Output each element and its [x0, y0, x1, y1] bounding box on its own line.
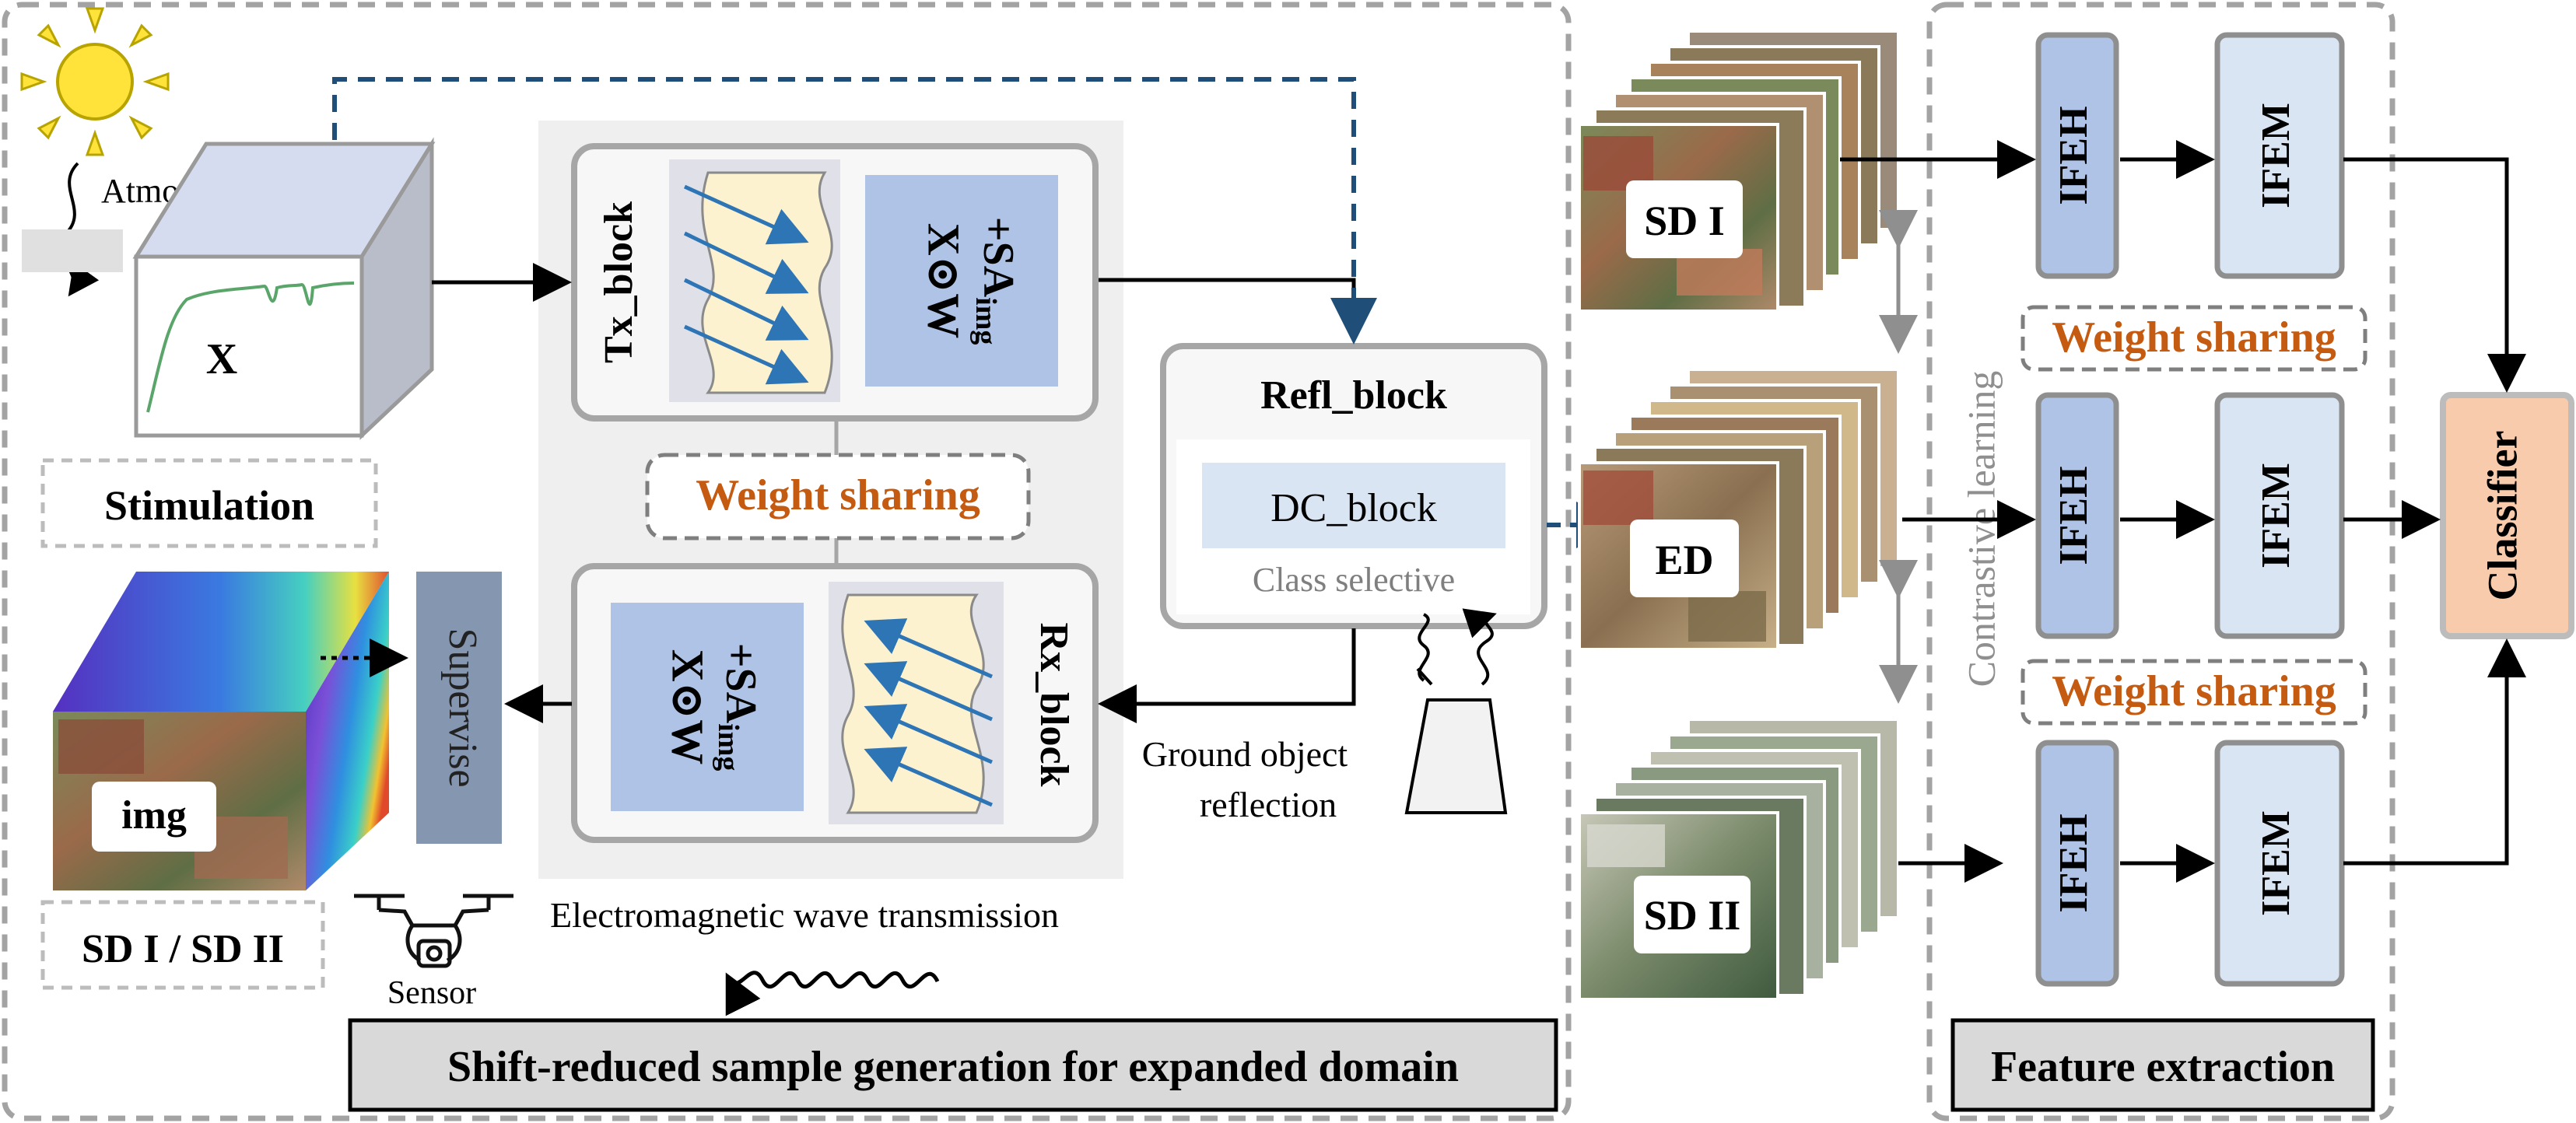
- left-title-box: [348, 1018, 1558, 1112]
- weight-sharing-bottom-box: [2020, 659, 2367, 726]
- weight-sharing-center-box: [645, 453, 1031, 541]
- refl-block-label: Refl_block: [1260, 373, 1447, 418]
- tx-formula-sub-script: img: [969, 297, 1002, 345]
- arrow-ifem1-to-classifier: [2343, 157, 2526, 393]
- right-title: Feature extraction: [1991, 1043, 2335, 1091]
- rx-formula-box: [611, 603, 804, 811]
- stack-sd1: [1578, 30, 1900, 313]
- rx-arrows: [864, 618, 994, 807]
- ifem-2-label: IFEM: [2254, 463, 2298, 568]
- rx-formula-sub-script: img: [712, 723, 745, 771]
- stimulation-label: Stimulation: [104, 482, 314, 529]
- weight-sharing-top-box: [2020, 305, 2367, 372]
- tx-formula-sub: +SAimg: [969, 217, 1022, 345]
- ground-reflection-label-1: Ground object: [1142, 734, 1348, 774]
- atmosphere-layer: [22, 229, 123, 272]
- rx-formula-sub-prefix: +SA: [717, 643, 765, 724]
- left-title: Shift-reduced sample generation for expa…: [447, 1043, 1459, 1091]
- ground-reflection-label-2: reflection: [1200, 785, 1337, 824]
- wave-icon: [725, 971, 940, 1016]
- weight-sharing-bottom-label: Weight sharing: [2052, 667, 2336, 715]
- img-label: img: [121, 793, 187, 838]
- tx-formula-box: [865, 175, 1058, 387]
- ifeh-3-label: IFEH: [2052, 813, 2096, 912]
- right-title-box: [1950, 1018, 2375, 1112]
- domain-label: SD I / SD II: [82, 927, 284, 971]
- ifeh-2-label: IFEH: [2052, 466, 2096, 565]
- ifeh-2: [2035, 392, 2119, 639]
- rx-block-label: Rx_block: [1032, 623, 1076, 787]
- stack-ed: [1578, 368, 1900, 651]
- rx-wave-sheet: [841, 593, 985, 814]
- ifeh-1: [2035, 32, 2119, 279]
- supervise-label: Supervise: [440, 628, 485, 787]
- classifier-box: [2440, 392, 2574, 639]
- classifier-label: Classifier: [2479, 431, 2525, 601]
- input-cube: [132, 137, 436, 440]
- ifeh-3: [2035, 740, 2119, 987]
- weight-sharing-top-label: Weight sharing: [2052, 313, 2336, 362]
- ifem-1-label: IFEM: [2254, 103, 2298, 208]
- ed-label: ED: [1655, 537, 1713, 583]
- tx-formula-main: X⊙W: [919, 223, 969, 338]
- dashed-arrow-top: [332, 77, 1377, 345]
- light-ray-icon: [59, 162, 100, 297]
- rx-formula-main: X⊙W: [663, 649, 713, 764]
- sun-icon: [20, 7, 170, 156]
- dc-block: [1202, 463, 1505, 548]
- cube-label: X: [206, 335, 237, 383]
- ifeh-1-label: IFEH: [2052, 106, 2096, 205]
- sensor-cup-icon: [1404, 608, 1508, 814]
- left-panel-border: [2, 2, 1572, 1121]
- sd2-label: SD II: [1644, 892, 1741, 939]
- dc-block-label: DC_block: [1270, 486, 1437, 530]
- arrow-tx-to-refl: [1099, 278, 1373, 344]
- arrow-refl-to-rx: [1098, 628, 1356, 723]
- ifem-2: [2214, 392, 2345, 639]
- sensor-label: Sensor: [387, 975, 476, 1011]
- ifem-3: [2214, 740, 2345, 987]
- class-selective-label: Class selective: [1253, 561, 1455, 599]
- stimulation-box: [40, 458, 378, 548]
- rx-formula-sub: +SAimg: [712, 643, 765, 771]
- supervise-box: [416, 572, 502, 844]
- image-cube: [53, 572, 389, 890]
- stack-sd2: [1578, 718, 1900, 1001]
- weight-sharing-center-label: Weight sharing: [696, 471, 980, 520]
- right-panel-border: [1926, 2, 2396, 1121]
- tx-block-label: Tx_block: [597, 201, 641, 363]
- tx-arrows: [683, 184, 809, 385]
- arrow-ifem3-to-classifier: [2343, 638, 2526, 866]
- contrastive-learning-label: Contrastive learning: [1959, 371, 2003, 687]
- domain-label-box: [40, 900, 325, 990]
- sd1-label: SD I: [1644, 198, 1725, 244]
- drone-icon: [354, 894, 513, 968]
- tx-wave-sheet: [701, 171, 833, 394]
- ifem-1: [2214, 32, 2345, 279]
- em-wave-label: Electromagnetic wave transmission: [550, 895, 1059, 935]
- ifem-3-label: IFEM: [2254, 810, 2298, 916]
- tx-formula-sub-prefix: +SA: [974, 217, 1022, 298]
